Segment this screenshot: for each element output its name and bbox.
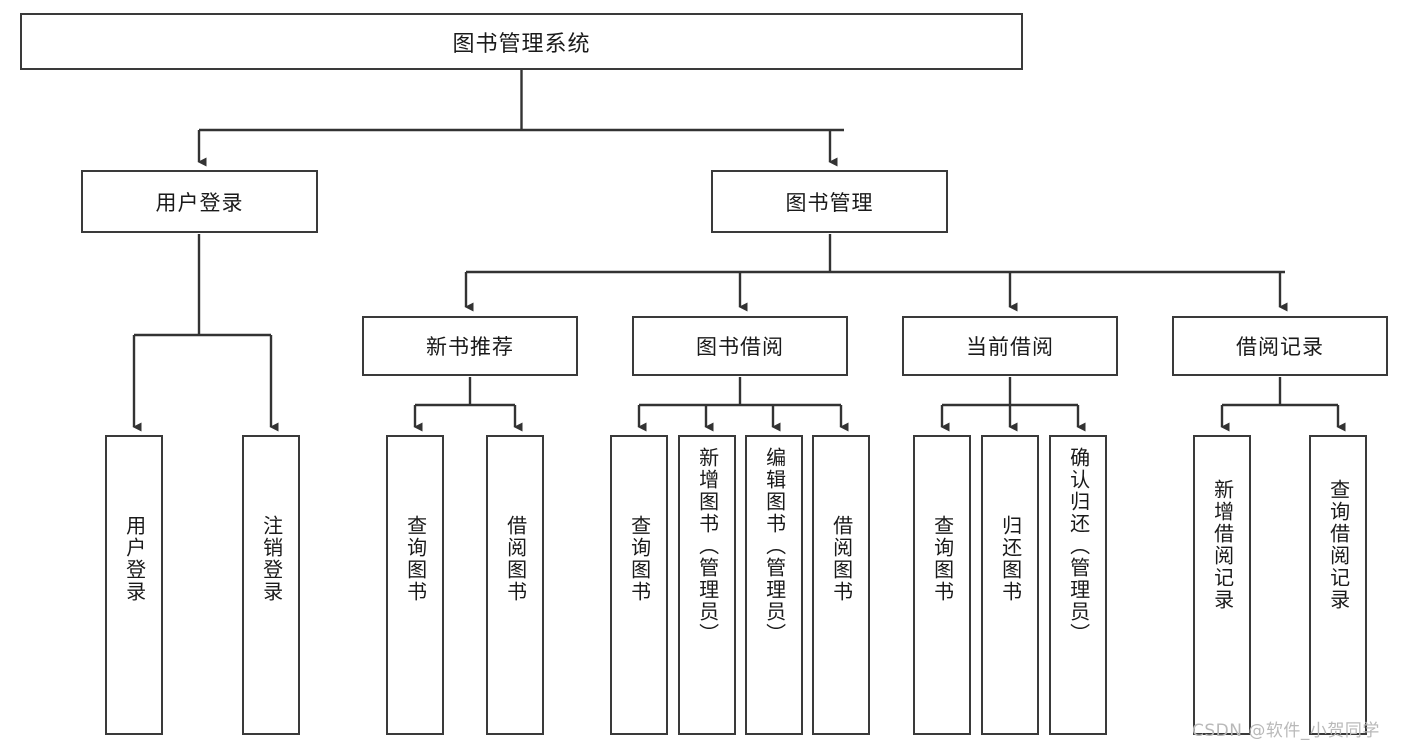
node-label: 图书管理 <box>785 190 874 215</box>
leaf-node-query-book-2[interactable]: 查询图书 <box>610 435 668 735</box>
node-label: 图书借阅 <box>696 335 784 359</box>
node-label: 新书推荐 <box>426 335 514 359</box>
leaf-node-query-record[interactable]: 查询借阅记录 <box>1309 435 1367 735</box>
node-label: 图书管理系统 <box>452 31 591 57</box>
node-user-login[interactable]: 用户登录 <box>81 170 318 233</box>
node-label: 查询图书 <box>627 515 652 603</box>
node-label: 借阅图书 <box>503 515 528 603</box>
leaf-node-confirm-return[interactable]: 确认归还（管理员） <box>1049 435 1107 735</box>
node-book-manage[interactable]: 图书管理 <box>711 170 948 233</box>
node-label: 编辑图书（管理员） <box>762 447 787 645</box>
leaf-node-logout-login[interactable]: 注销登录 <box>242 435 300 735</box>
node-label: 查询借阅记录 <box>1326 479 1351 611</box>
leaf-node-borrow-book-1[interactable]: 借阅图书 <box>486 435 544 735</box>
user-login-connectors <box>132 234 279 432</box>
node-label: 当前借阅 <box>966 335 1054 359</box>
node-label: 新增借阅记录 <box>1210 479 1235 611</box>
leaf-node-borrow-book-2[interactable]: 借阅图书 <box>812 435 870 735</box>
leaf-node-edit-book[interactable]: 编辑图书（管理员） <box>745 435 803 735</box>
leaf-node-query-book-1[interactable]: 查询图书 <box>386 435 444 735</box>
node-book-borrow[interactable]: 图书借阅 <box>632 316 848 376</box>
root-connectors <box>197 70 844 167</box>
node-root-system[interactable]: 图书管理系统 <box>20 13 1023 70</box>
book-manage-connectors <box>464 234 1288 312</box>
node-current-borrow[interactable]: 当前借阅 <box>902 316 1118 376</box>
node-label: 确认归还（管理员） <box>1066 447 1091 645</box>
node-new-book-recommend[interactable]: 新书推荐 <box>362 316 578 376</box>
node-label: 借阅图书 <box>829 515 854 603</box>
node-label: 新增图书（管理员） <box>695 447 720 645</box>
node-label: 查询图书 <box>403 515 428 603</box>
node-label: 归还图书 <box>998 515 1023 603</box>
leaf-node-return-book[interactable]: 归还图书 <box>981 435 1039 735</box>
leaf-node-user-login[interactable]: 用户登录 <box>105 435 163 735</box>
leaf-node-add-book[interactable]: 新增图书（管理员） <box>678 435 736 735</box>
new-book-recommend-connectors <box>413 377 523 432</box>
node-label: 查询图书 <box>930 515 955 603</box>
node-borrow-record[interactable]: 借阅记录 <box>1172 316 1388 376</box>
leaf-node-query-book-3[interactable]: 查询图书 <box>913 435 971 735</box>
current-borrow-connectors <box>940 377 1086 432</box>
node-label: 用户登录 <box>122 515 147 603</box>
csdn-watermark: CSDN @软件_小贺同学 <box>1192 721 1380 741</box>
book-borrow-connectors <box>637 377 849 432</box>
node-label: 注销登录 <box>259 515 284 603</box>
node-label: 用户登录 <box>155 190 244 215</box>
node-label: 借阅记录 <box>1236 335 1324 359</box>
borrow-record-connectors <box>1220 377 1346 432</box>
leaf-node-add-record[interactable]: 新增借阅记录 <box>1193 435 1251 735</box>
